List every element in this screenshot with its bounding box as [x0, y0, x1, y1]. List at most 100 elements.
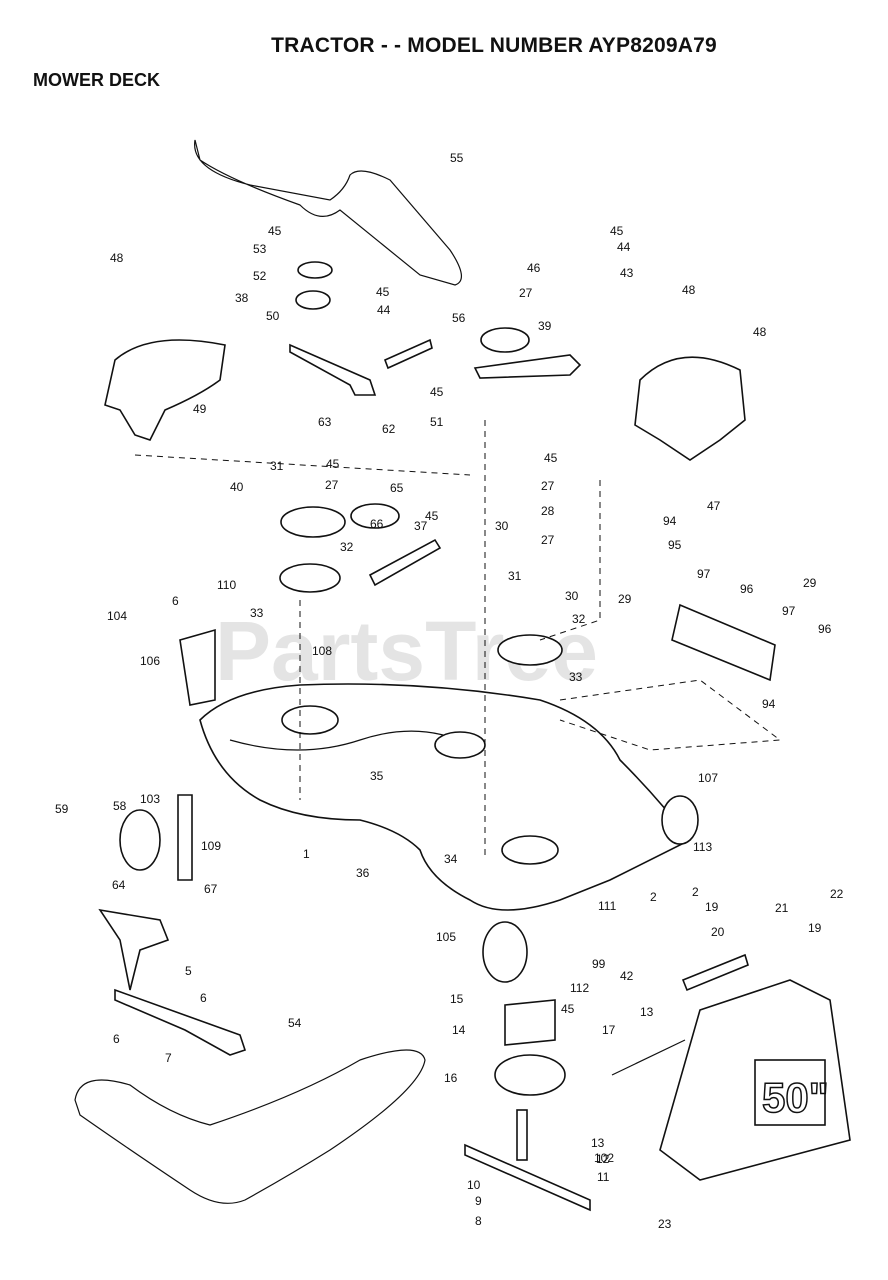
part-label-94: 94: [663, 514, 677, 528]
part-label-58: 58: [113, 799, 127, 813]
part-label-67: 67: [204, 882, 218, 896]
part-label-52: 52: [253, 269, 267, 283]
part-label-113: 113: [693, 840, 712, 854]
part-label-45: 45: [561, 1002, 575, 1016]
bracket-106: [179, 628, 216, 706]
part-label-30: 30: [565, 589, 579, 603]
part-label-19: 19: [808, 921, 822, 935]
spindle-base-16: [494, 1054, 566, 1096]
part-label-51: 51: [430, 415, 444, 429]
part-label-99: 99: [592, 957, 606, 971]
part-label-45: 45: [544, 451, 558, 465]
part-label-103: 103: [140, 792, 160, 806]
part-label-53: 53: [253, 242, 267, 256]
part-label-23: 23: [658, 1217, 672, 1231]
part-label-108: 108: [312, 644, 332, 658]
pulley-39: [480, 327, 530, 353]
part-label-27: 27: [325, 478, 339, 492]
part-label-37: 37: [414, 519, 428, 533]
part-label-32: 32: [572, 612, 586, 626]
part-label-40: 40: [230, 480, 244, 494]
part-label-17: 17: [602, 1023, 616, 1037]
part-label-50: 50: [266, 309, 280, 323]
part-label-22: 22: [830, 887, 844, 901]
part-label-34: 34: [444, 852, 458, 866]
part-label-48: 48: [110, 251, 124, 265]
part-label-109: 109: [201, 839, 221, 853]
part-label-8: 8: [475, 1214, 482, 1228]
part-label-63: 63: [318, 415, 332, 429]
part-label-15: 15: [450, 992, 464, 1006]
bracket-37: [368, 538, 442, 587]
part-label-105: 105: [436, 930, 456, 944]
part-label-95: 95: [668, 538, 682, 552]
deck-spindle-left: [281, 705, 339, 735]
part-label-42: 42: [620, 969, 634, 983]
part-label-44: 44: [617, 240, 631, 254]
part-label-97: 97: [697, 567, 711, 581]
roller-96: [671, 603, 776, 682]
part-label-64: 64: [112, 878, 126, 892]
part-label-33: 33: [569, 670, 583, 684]
deck-size-plate: [754, 1059, 826, 1126]
part-label-10: 10: [467, 1178, 481, 1192]
part-label-29: 29: [803, 576, 817, 590]
part-label-27: 27: [541, 479, 555, 493]
part-label-20: 20: [711, 925, 725, 939]
wheel-107: [661, 795, 699, 845]
part-label-97: 97: [782, 604, 796, 618]
part-label-6: 6: [172, 594, 179, 608]
part-label-29: 29: [618, 592, 632, 606]
pulley-32-right: [497, 634, 563, 666]
pulley-65: [350, 503, 400, 529]
part-label-12: 12: [596, 1152, 610, 1166]
section-title: MOWER DECK: [33, 70, 160, 90]
rod-17: [611, 1039, 686, 1076]
part-label-65: 65: [390, 481, 404, 495]
part-label-32: 32: [340, 540, 354, 554]
part-label-5: 5: [185, 964, 192, 978]
part-label-39: 39: [538, 319, 552, 333]
part-label-45: 45: [268, 224, 282, 238]
page-title: TRACTOR - - MODEL NUMBER AYP8209A79: [271, 34, 717, 57]
hinge-20: [681, 953, 749, 992]
part-label-14: 14: [452, 1023, 466, 1037]
part-label-59: 59: [55, 802, 69, 816]
part-label-94: 94: [762, 697, 776, 711]
part-label-31: 31: [508, 569, 522, 583]
part-label-1: 1: [303, 847, 310, 861]
part-label-21: 21: [775, 901, 789, 915]
part-label-7: 7: [165, 1051, 172, 1065]
part-label-31: 31: [270, 459, 284, 473]
part-label-104: 104: [107, 609, 127, 623]
part-label-102: 102: [594, 1151, 614, 1165]
part-label-2: 2: [650, 890, 657, 904]
idler-bracket: [289, 343, 377, 396]
part-label-106: 106: [140, 654, 160, 668]
part-label-16: 16: [444, 1071, 458, 1085]
part-label-45: 45: [425, 509, 439, 523]
part-label-45: 45: [610, 224, 624, 238]
part-label-48: 48: [682, 283, 696, 297]
ref-line-1: [134, 454, 471, 476]
idler-arm-43: [473, 354, 582, 379]
deck-shell: [199, 683, 692, 911]
part-label-45: 45: [376, 285, 390, 299]
deck-spindle-center: [434, 731, 486, 759]
part-label-13: 13: [591, 1136, 605, 1150]
part-label-30: 30: [495, 519, 509, 533]
pulley-32-left: [279, 563, 341, 593]
part-label-13: 13: [640, 1005, 654, 1019]
link-7: [114, 988, 247, 1056]
part-label-45: 45: [326, 457, 340, 471]
part-label-11: 11: [597, 1170, 610, 1184]
part-label-45: 45: [430, 385, 444, 399]
left-guard: [104, 339, 226, 441]
part-label-35: 35: [370, 769, 384, 783]
part-label-47: 47: [707, 499, 721, 513]
part-label-36: 36: [356, 866, 370, 880]
part-label-49: 49: [193, 402, 207, 416]
wheel-105: [482, 921, 528, 983]
part-label-33: 33: [250, 606, 264, 620]
